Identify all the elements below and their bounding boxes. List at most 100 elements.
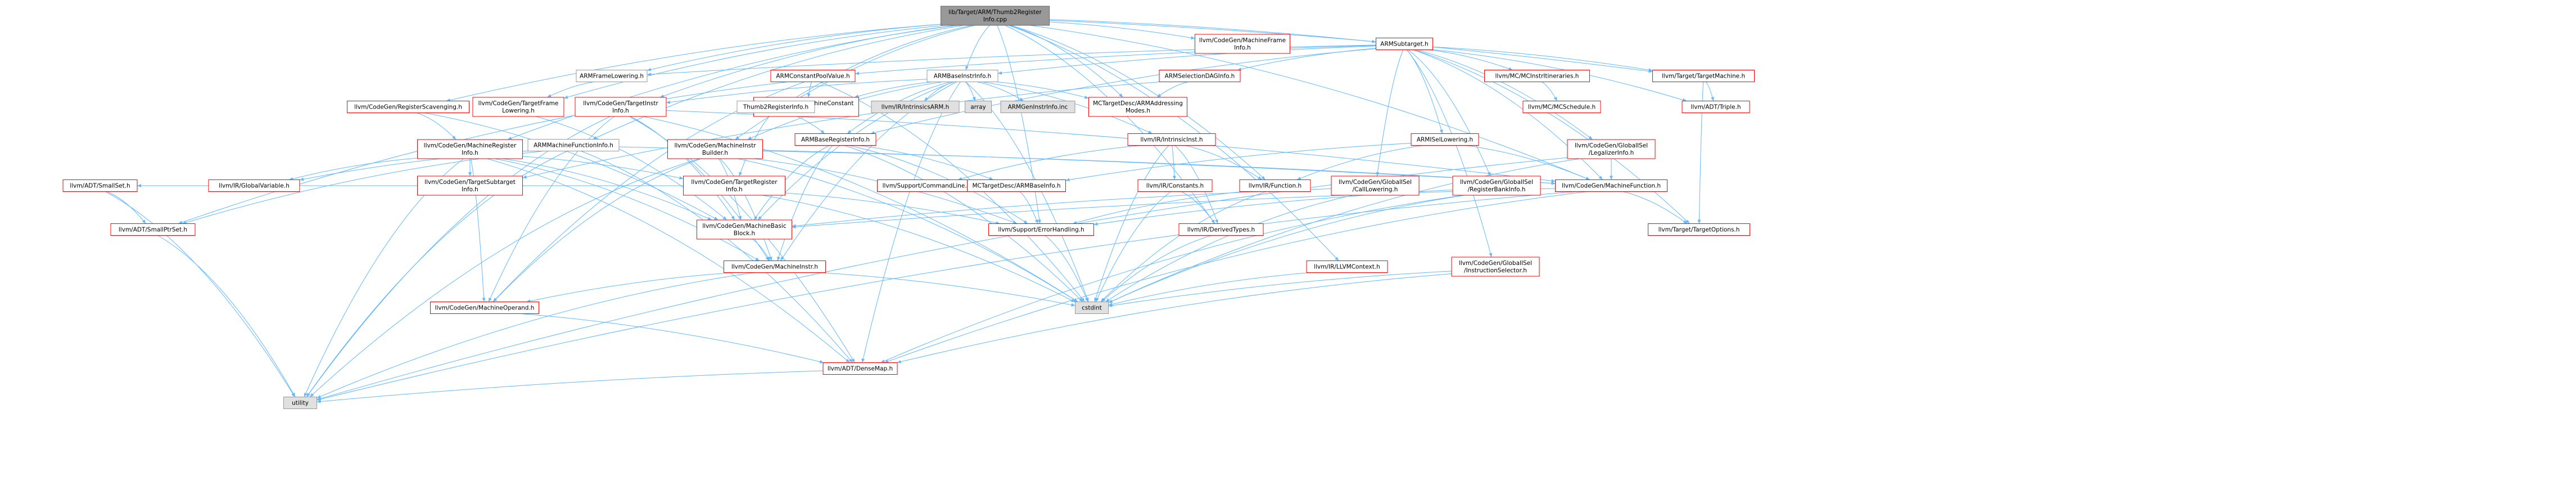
- node-box-smallptrset: [110, 223, 196, 236]
- node-label-tri-0: llvm/CodeGen/TargetRegister: [691, 179, 778, 186]
- edge-armcpv-to-smallptrset: [178, 82, 788, 224]
- edge-mf-to-tto: [1623, 191, 1688, 224]
- node-label-armsdi-0: ARMSelectionDAGInfo.h: [1165, 73, 1235, 80]
- node-armbii[interactable]: ARMBaseInstrInfo.h: [927, 70, 998, 82]
- edge-intrinsicinst-to-function: [1185, 145, 1262, 180]
- edge-armisel-to-mcbase: [1065, 142, 1412, 182]
- edge-layer: [105, 19, 1714, 403]
- node-armbri[interactable]: ARMBaseRegisterInfo.h: [794, 133, 876, 146]
- node-llvmctx[interactable]: llvm/IR/LLVMContext.h: [1306, 261, 1388, 273]
- node-box-intrinsicinst: [1127, 133, 1216, 146]
- node-ttm[interactable]: llvm/Target/TargetMachine.h: [1652, 70, 1755, 82]
- node-constants[interactable]: llvm/IR/Constants.h: [1137, 179, 1213, 192]
- edge-smallptrset-to-utility: [157, 235, 296, 397]
- node-box-function: [1239, 179, 1311, 192]
- node-box-mri: [417, 139, 523, 159]
- node-gisli[interactable]: llvm/CodeGen/GlobalISel/LegalizerInfo.h: [1567, 139, 1656, 159]
- edge-root-to-armst: [1049, 19, 1376, 43]
- node-mo[interactable]: llvm/CodeGen/MachineOperand.h: [430, 302, 539, 314]
- node-t2ri[interactable]: Thumb2RegisterInfo.h: [736, 101, 815, 113]
- node-armsdi[interactable]: ARMSelectionDAGInfo.h: [1159, 70, 1241, 82]
- node-box-constants: [1137, 179, 1213, 192]
- edge-mo-to-densemap: [521, 313, 824, 363]
- node-mcbase[interactable]: MCTargetDesc/ARMBaseInfo.h: [967, 179, 1066, 192]
- edge-mri-to-mi: [494, 158, 760, 261]
- node-triple[interactable]: llvm/ADT/Triple.h: [1682, 101, 1750, 113]
- node-box-rs: [347, 101, 469, 113]
- node-armfl[interactable]: ARMFrameLowering.h: [576, 70, 648, 82]
- edge-armbri-to-mi: [777, 145, 833, 261]
- edge-mcbase-to-errh: [1019, 191, 1038, 224]
- node-tto[interactable]: llvm/Target/TargetOptions.h: [1648, 223, 1750, 236]
- edge-armst-to-girbi: [1408, 50, 1491, 177]
- node-box-ttm: [1652, 70, 1755, 82]
- edge-root-to-tfl: [563, 25, 946, 99]
- edge-root-to-mri: [507, 25, 958, 140]
- node-mcil[interactable]: llvm/MC/MCInstrItineraries.h: [1484, 70, 1590, 82]
- edge-tii-to-cstdint: [643, 116, 1078, 302]
- node-mcs[interactable]: llvm/MC/MCSchedule.h: [1522, 101, 1601, 113]
- edge-constants-to-cstdint: [1095, 191, 1172, 302]
- node-label-gisli-1: /LegalizerInfo.h: [1589, 150, 1634, 156]
- node-label-gv-0: llvm/IR/GlobalVariable.h: [219, 183, 290, 190]
- node-gv[interactable]: llvm/IR/GlobalVariable.h: [208, 179, 300, 192]
- node-armcpv[interactable]: ARMConstantPoolValue.h: [770, 70, 856, 82]
- node-armst[interactable]: ARMSubtarget.h: [1376, 38, 1433, 50]
- node-box-smallset: [62, 179, 138, 192]
- edge-armbri-to-cstdint: [844, 145, 1083, 302]
- node-label-densemap-0: llvm/ADT/DenseMap.h: [828, 366, 893, 372]
- node-smallset[interactable]: llvm/ADT/SmallSet.h: [62, 179, 138, 192]
- node-label-intrinsicinst-0: llvm/IR/IntrinsicInst.h: [1141, 137, 1203, 143]
- node-cstdint: cstdint: [1075, 302, 1109, 314]
- node-box-armfl: [576, 70, 648, 82]
- node-mf[interactable]: llvm/CodeGen/MachineFunction.h: [1555, 179, 1667, 192]
- node-label-mbb-1: Block.h: [734, 230, 755, 237]
- edge-gicl-to-cstdint: [1105, 195, 1353, 302]
- edge-armst-to-armisel: [1407, 50, 1443, 134]
- node-smallptrset[interactable]: llvm/ADT/SmallPtrSet.h: [110, 223, 196, 236]
- edge-dt-to-cstdint: [1101, 235, 1212, 302]
- node-gicl[interactable]: llvm/CodeGen/GlobalISel/CallLowering.h: [1331, 176, 1420, 196]
- edge-root-to-mf: [1029, 25, 1590, 180]
- edge-constants-to-dt: [1181, 191, 1215, 224]
- node-root[interactable]: lib/Target/ARM/Thumb2RegisterInfo.cpp: [941, 6, 1050, 26]
- node-label-armst-0: ARMSubtarget.h: [1380, 41, 1428, 48]
- node-label-mo-0: llvm/CodeGen/MachineOperand.h: [435, 305, 535, 312]
- node-label-mcil-0: llvm/MC/MCInstrItineraries.h: [1495, 73, 1579, 80]
- node-dt[interactable]: llvm/IR/DerivedTypes.h: [1178, 223, 1264, 236]
- node-intrinsicinst[interactable]: llvm/IR/IntrinsicInst.h: [1127, 133, 1216, 146]
- edge-ttm-to-triple: [1705, 82, 1714, 101]
- edge-armfl-to-tfl: [547, 82, 594, 98]
- node-box-mi: [724, 261, 826, 273]
- node-box-armcpv: [770, 70, 856, 82]
- node-label-iarm-0: llvm/IR/IntrinsicsARM.h: [882, 104, 950, 111]
- node-box-gicl: [1331, 176, 1420, 196]
- edge-intrinsicinst-to-constants: [1172, 145, 1176, 180]
- node-label-root-0: lib/Target/ARM/Thumb2Register: [948, 9, 1042, 16]
- node-errh[interactable]: llvm/Support/ErrorHandling.h: [988, 223, 1094, 236]
- node-cl[interactable]: llvm/Support/CommandLine.h: [877, 179, 976, 192]
- node-rs[interactable]: llvm/CodeGen/RegisterScavenging.h: [347, 101, 469, 113]
- node-label-mri-0: llvm/CodeGen/MachineRegister: [424, 142, 517, 149]
- node-girbi[interactable]: llvm/CodeGen/GlobalISel/RegisterBankInfo…: [1452, 176, 1541, 196]
- node-mi[interactable]: llvm/CodeGen/MachineInstr.h: [724, 261, 826, 273]
- node-box-t2ri: [736, 101, 815, 113]
- node-label-cl-0: llvm/Support/CommandLine.h: [883, 183, 971, 190]
- node-armisel[interactable]: ARMISelLowering.h: [1411, 133, 1479, 146]
- node-label-mbb-0: llvm/CodeGen/MachineBasic: [702, 223, 786, 230]
- node-densemap[interactable]: llvm/ADT/DenseMap.h: [822, 362, 898, 375]
- node-box-tfl: [472, 97, 564, 117]
- node-giis[interactable]: llvm/CodeGen/GlobalISel/InstructionSelec…: [1451, 257, 1540, 277]
- edge-armbri-to-mbb: [753, 145, 830, 221]
- node-armafi[interactable]: ARMMachineFunctionInfo.h: [527, 139, 620, 151]
- node-function[interactable]: llvm/IR/Function.h: [1239, 179, 1311, 192]
